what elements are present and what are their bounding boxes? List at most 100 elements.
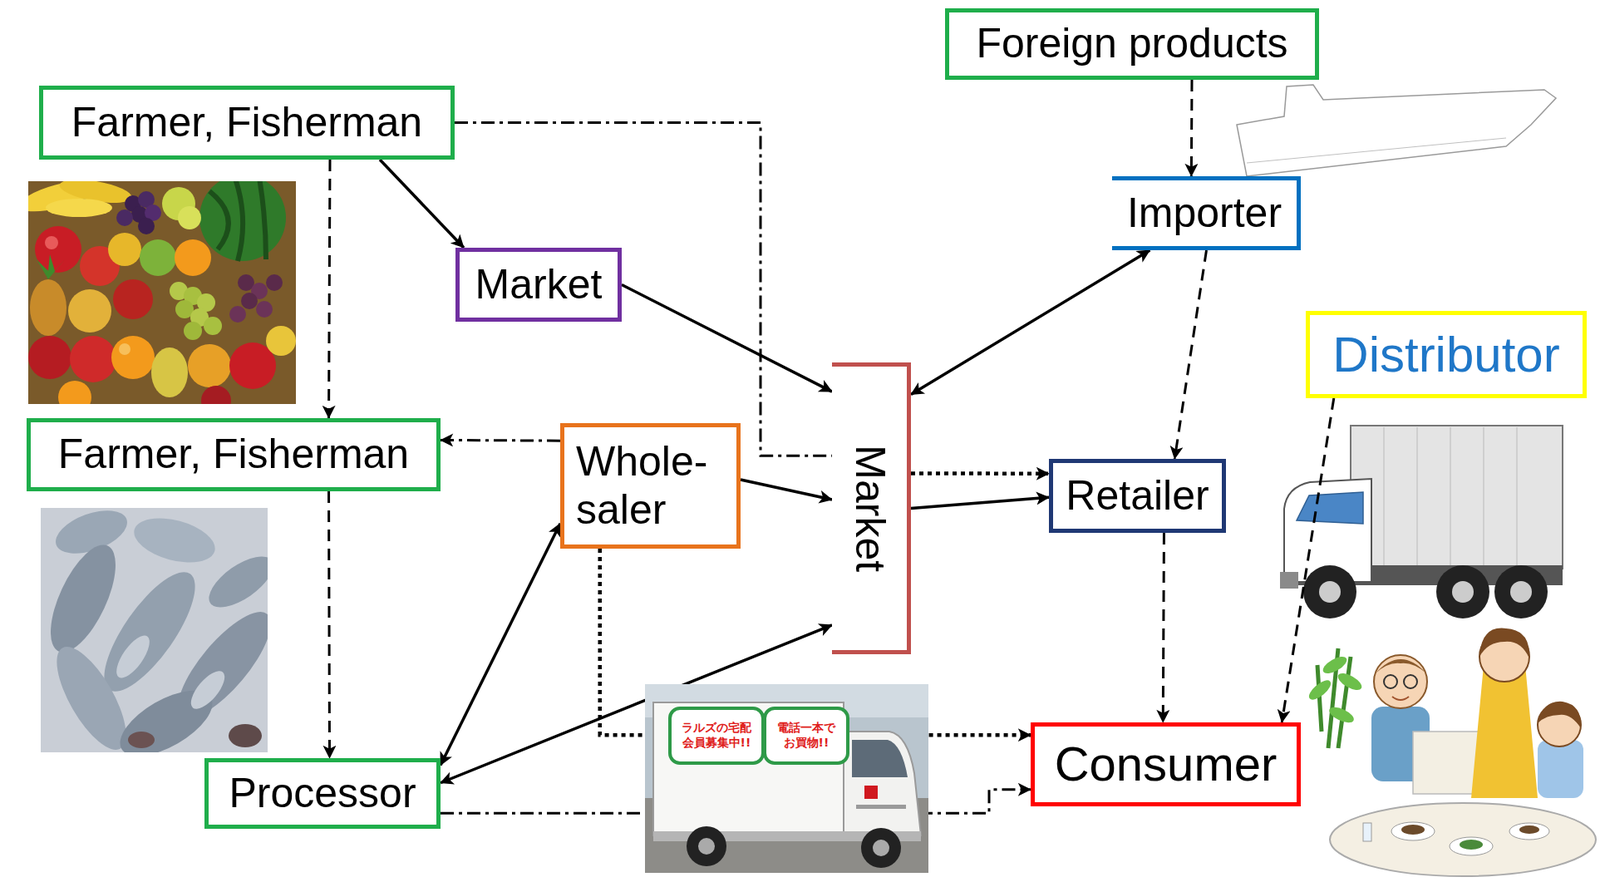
box-label: Retailer (1065, 472, 1209, 521)
fruit-photo (28, 181, 296, 404)
flow-box: Market (455, 247, 622, 322)
box-label: Consumer (1054, 736, 1278, 793)
fruit-photo (201, 385, 232, 404)
van-photo (856, 804, 906, 809)
flow-arrow (329, 159, 330, 419)
fruit-photo (116, 209, 133, 227)
van-photo (851, 739, 908, 778)
van-sign-text: ラルズの宅配 会員募集中!! (673, 720, 760, 750)
flow-box: Retailer (1048, 458, 1226, 533)
van-photo (861, 827, 901, 868)
van-sign-text: 電話一本で お買物!! (767, 720, 846, 750)
fruit-photo (113, 279, 153, 320)
family-dinner (1317, 648, 1351, 749)
delivery-truck (1280, 571, 1299, 589)
delivery-truck (1383, 427, 1517, 567)
fruit-photo (187, 344, 232, 388)
delivery-truck (1280, 425, 1563, 619)
flow-box: Market (832, 362, 911, 655)
fruit-photo (177, 206, 202, 230)
family-dinner (1459, 839, 1483, 850)
van-photo (644, 684, 929, 873)
flow-box: Farmer, Fisherman (39, 85, 455, 160)
family-dinner (1537, 701, 1581, 729)
flow-box: Farmer, Fisherman (26, 418, 441, 492)
fruit-photo (69, 335, 117, 383)
flow-arrow (910, 497, 1049, 508)
flow-arrow (454, 123, 832, 457)
flow-arrow (1281, 398, 1335, 723)
flow-box: Distributor (1305, 310, 1587, 399)
family-dinner (1305, 676, 1335, 703)
flow-box: Consumer (1030, 722, 1301, 807)
fruit-photo (58, 380, 92, 404)
flow-box: Processor (204, 758, 441, 829)
fish-photo (110, 630, 156, 684)
fruit-photo (241, 292, 258, 310)
flow-arrow (327, 491, 331, 759)
fruit-photo (265, 325, 296, 356)
fish-photo (40, 507, 268, 753)
family-dinner (1383, 674, 1398, 689)
fruit-photo (265, 274, 283, 291)
van-photo (698, 837, 715, 855)
flow-box: Whole- saler (560, 423, 741, 549)
box-label: Whole- saler (576, 438, 725, 534)
box-label: Importer (1127, 189, 1282, 238)
box-label: Market (475, 260, 603, 310)
delivery-truck (1494, 565, 1548, 619)
fruit-photo (137, 217, 155, 235)
delivery-truck (1296, 492, 1364, 524)
flow-arrow (910, 250, 1150, 395)
ship-outline (1236, 84, 1556, 177)
van-photo (669, 708, 764, 764)
delivery-truck (1436, 565, 1490, 619)
fruit-photo (108, 232, 142, 266)
delivery-truck (1510, 580, 1532, 603)
fish-photo (128, 510, 220, 571)
family-dinner (1375, 659, 1427, 674)
fruit-photo (29, 279, 67, 336)
family-dinner (1392, 696, 1409, 700)
fruit-photo (203, 316, 222, 335)
flow-arrow (440, 523, 561, 766)
family-dinner (1403, 674, 1418, 689)
family-dinner (1537, 739, 1584, 798)
family-dinner (1335, 669, 1365, 694)
family-dinner (1509, 822, 1550, 840)
fruit-photo (183, 321, 202, 340)
van-photo (843, 731, 921, 836)
fruit-photo (139, 239, 177, 276)
family-dinner (1329, 802, 1596, 877)
box-label: Processor (228, 769, 416, 818)
fish-photo (128, 731, 155, 749)
family-dinner (1449, 836, 1493, 856)
fruit-photo (229, 305, 247, 323)
flow-arrow (621, 285, 832, 393)
family-dinner (1305, 628, 1596, 877)
fruit-photo (44, 236, 59, 250)
family-dinner (1519, 825, 1540, 834)
flow-arrow (1162, 532, 1164, 723)
flow-arrow (740, 479, 832, 500)
delivery-truck (1303, 565, 1357, 619)
flow-box: Foreign products (945, 8, 1320, 80)
flow-arrow (1190, 79, 1194, 177)
ship-outline (1236, 84, 1556, 177)
van-photo (864, 785, 878, 799)
fruit-photo (36, 254, 65, 280)
fruit-photo (256, 300, 273, 318)
box-label: Farmer, Fisherman (71, 98, 423, 148)
fruit-photo (118, 343, 131, 355)
family-dinner (1479, 628, 1530, 659)
delivery-truck (1452, 580, 1474, 603)
flow-arrow (910, 471, 1049, 476)
delivery-truck (1350, 425, 1563, 569)
box-label: Foreign products (975, 19, 1288, 69)
family-dinner (1471, 664, 1538, 798)
flow-arrow (1174, 250, 1207, 459)
fish-photo (228, 723, 262, 748)
fruit-photo (174, 239, 212, 276)
